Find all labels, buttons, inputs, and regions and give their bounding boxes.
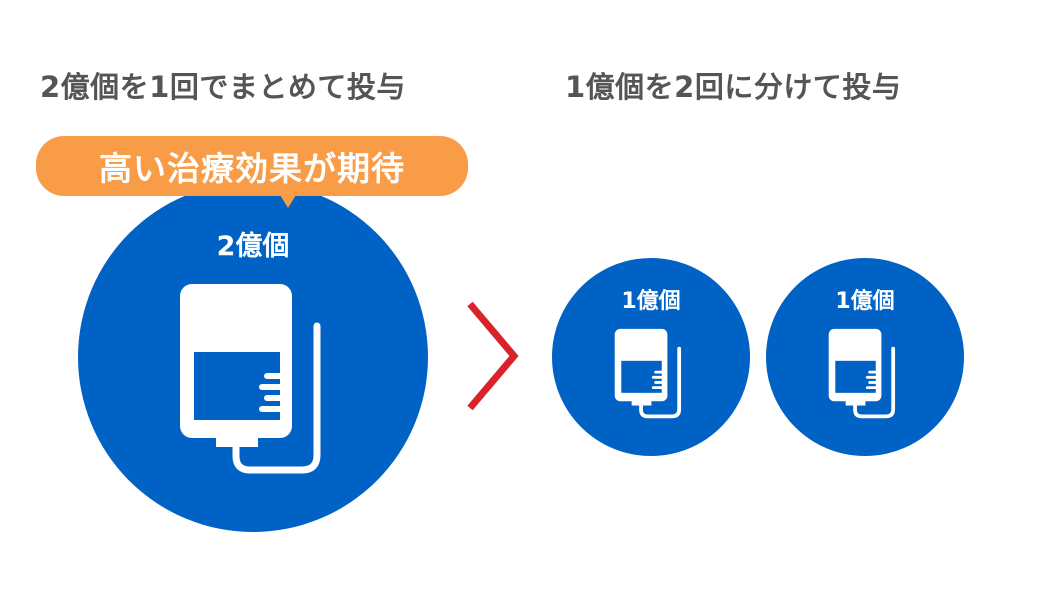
effect-badge: 高い治療効果が期待 [36,136,468,208]
greater-than-icon [467,301,519,411]
large-dose-circle: 2億個 [78,182,428,532]
iv-bag-icon [614,328,682,419]
dose-label: 1億個 [621,289,681,314]
small-dose-circle-2: 1億個 [766,258,964,456]
right-heading: 1億個を2回に分けて投与 [565,70,902,104]
iv-bag-icon [828,328,896,419]
small-dose-circle-1: 1億個 [552,258,750,456]
left-heading: 2億個を1回でまとめて投与 [40,70,406,104]
dose-label: 1億個 [835,289,895,314]
iv-bag-icon [180,284,321,474]
dose-label: 2億個 [216,231,290,262]
